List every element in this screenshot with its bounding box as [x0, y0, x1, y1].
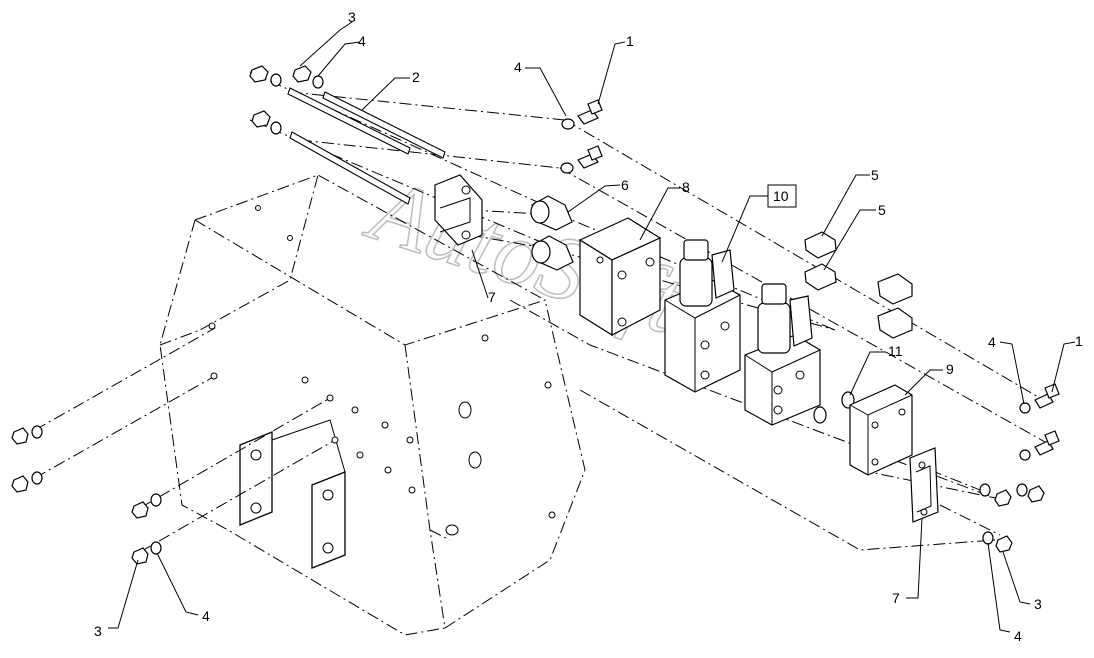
callout-2: 2	[412, 69, 420, 85]
callout-7-left: 7	[488, 289, 496, 305]
callout-3-top: 3	[348, 9, 356, 25]
callout-10-box	[767, 184, 797, 208]
threaded-rods	[287, 87, 446, 205]
callout-7-bottom: 7	[892, 590, 900, 606]
callout-10: 10	[773, 188, 789, 204]
fasteners-right	[979, 383, 1060, 553]
callout-3-right: 3	[1034, 596, 1042, 612]
plate-7-right	[909, 447, 939, 523]
nuts-washers-top-left	[249, 65, 324, 135]
bolts-top	[560, 99, 603, 174]
callout-5-a: 5	[871, 167, 879, 183]
callout-9: 9	[946, 361, 954, 377]
callout-1-right: 1	[1075, 333, 1083, 349]
callout-4-mid: 4	[514, 59, 522, 75]
fittings-5	[804, 231, 913, 339]
plate-7-left	[434, 174, 483, 246]
callout-11: 11	[888, 343, 903, 359]
valve-block-8	[578, 217, 662, 337]
fittings-6	[530, 195, 574, 271]
solenoid-valve-left	[664, 239, 741, 393]
callout-4-bottom-right: 4	[1014, 628, 1022, 644]
callout-5-b: 5	[878, 202, 886, 218]
callout-labels: 3 4 2 4 1 6 8 10 5 5 7 11 9 4 1 7 3 4 3 …	[94, 9, 1083, 644]
mounting-bracket	[159, 174, 586, 636]
solenoid-valve-right	[744, 283, 821, 426]
leader-lines	[108, 21, 1076, 633]
cover-plate-9	[849, 384, 913, 476]
callout-3-bottom-left: 3	[94, 623, 102, 639]
callout-4-right: 4	[988, 334, 996, 350]
callout-4-top: 4	[358, 33, 366, 49]
callout-6: 6	[621, 177, 629, 193]
callout-1-top: 1	[626, 33, 634, 49]
callout-4-bottom-left: 4	[202, 608, 210, 624]
fasteners-left	[11, 425, 162, 565]
callout-8: 8	[682, 179, 690, 195]
